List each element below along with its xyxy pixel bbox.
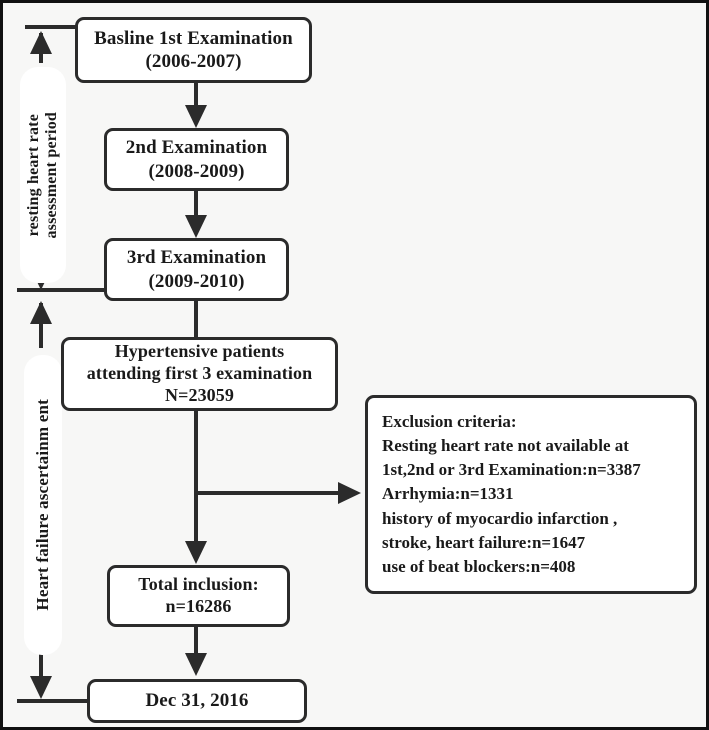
connector-hf-top-stem bbox=[39, 303, 43, 348]
node-second-examination[interactable]: 2nd Examination (2008-2009) bbox=[104, 128, 289, 191]
connector-exam3-bracket bbox=[17, 288, 112, 292]
connector-exam3-to-hypertensive bbox=[194, 301, 198, 339]
connector-total-to-end bbox=[194, 627, 198, 657]
connector-to-exclusion bbox=[196, 491, 344, 495]
arrow-down-exam2-exam3 bbox=[185, 215, 207, 238]
node-hypertensive-patients[interactable]: Hypertensive patients attending first 3 … bbox=[61, 337, 338, 411]
connector-hf-bottom-stem bbox=[39, 643, 43, 683]
node-end-date[interactable]: Dec 31, 2016 bbox=[87, 679, 307, 723]
node-exam3-line1: 3rd Examination bbox=[126, 247, 267, 269]
period-label-heart-failure-ascertainment: Heart failure ascertainm ent bbox=[24, 355, 62, 655]
exclusion-line-1: Resting heart rate not available at bbox=[382, 436, 629, 456]
arrow-down-hf-bottom bbox=[30, 676, 52, 699]
node-exam3-line2: (2009-2010) bbox=[148, 270, 245, 292]
exclusion-line-6: use of beat blockers:n=408 bbox=[382, 556, 576, 576]
node-hypertensive-line1: Hypertensive patients bbox=[114, 341, 285, 362]
connector-baseline-to-exam2 bbox=[194, 83, 198, 113]
connector-hypertensive-to-total bbox=[194, 411, 198, 541]
arrow-down-hypertensive-total bbox=[185, 541, 207, 564]
node-hypertensive-count: N=23059 bbox=[165, 384, 234, 405]
node-exam2-line2: (2008-2009) bbox=[148, 160, 245, 182]
node-exclusion-criteria[interactable]: Exclusion criteria: Resting heart rate n… bbox=[365, 395, 697, 594]
node-total-inclusion-count: n=16286 bbox=[165, 596, 232, 616]
node-baseline-line1: Basline 1st Examination bbox=[94, 27, 293, 49]
node-total-inclusion[interactable]: Total inclusion: n=16286 bbox=[107, 565, 290, 627]
connector-top-bracket bbox=[25, 25, 83, 29]
arrow-right-exclusion bbox=[338, 482, 361, 504]
period-label-resting-heart-rate: resting heart rate assessment period bbox=[20, 67, 66, 283]
arrow-down-baseline-exam2 bbox=[185, 105, 207, 128]
arrow-up-hf-top bbox=[30, 301, 52, 324]
exclusion-line-2: 1st,2nd or 3rd Examination:n=3387 bbox=[382, 460, 641, 480]
exclusion-line-4: history of myocardio infarction , bbox=[382, 508, 618, 528]
period-label-resting-heart-rate-line2: assessment period bbox=[43, 111, 60, 239]
period-label-resting-heart-rate-line1: resting heart rate bbox=[25, 113, 42, 237]
node-baseline-line2: (2006-2007) bbox=[145, 51, 242, 72]
exclusion-line-0: Exclusion criteria: bbox=[382, 412, 517, 431]
arrow-down-total-end bbox=[185, 653, 207, 676]
connector-bottom-bracket bbox=[17, 699, 95, 703]
node-exam2-line1: 2nd Examination bbox=[125, 137, 268, 159]
node-total-inclusion-label: Total inclusion: bbox=[138, 574, 259, 595]
exclusion-line-5: stroke, heart failure:n=1647 bbox=[382, 532, 586, 552]
node-baseline-examination[interactable]: Basline 1st Examination (2006-2007) bbox=[75, 17, 312, 83]
node-third-examination[interactable]: 3rd Examination (2009-2010) bbox=[104, 238, 289, 301]
exclusion-line-3: Arrhymia:n=1331 bbox=[382, 484, 514, 504]
node-end-date-label: Dec 31, 2016 bbox=[145, 690, 249, 712]
period-label-heart-failure-text: Heart failure ascertainm ent bbox=[33, 399, 52, 611]
connector-exam2-to-exam3 bbox=[194, 191, 198, 221]
node-hypertensive-line2: attending first 3 examination bbox=[86, 363, 313, 384]
arrow-up-rhr-top bbox=[30, 31, 52, 54]
